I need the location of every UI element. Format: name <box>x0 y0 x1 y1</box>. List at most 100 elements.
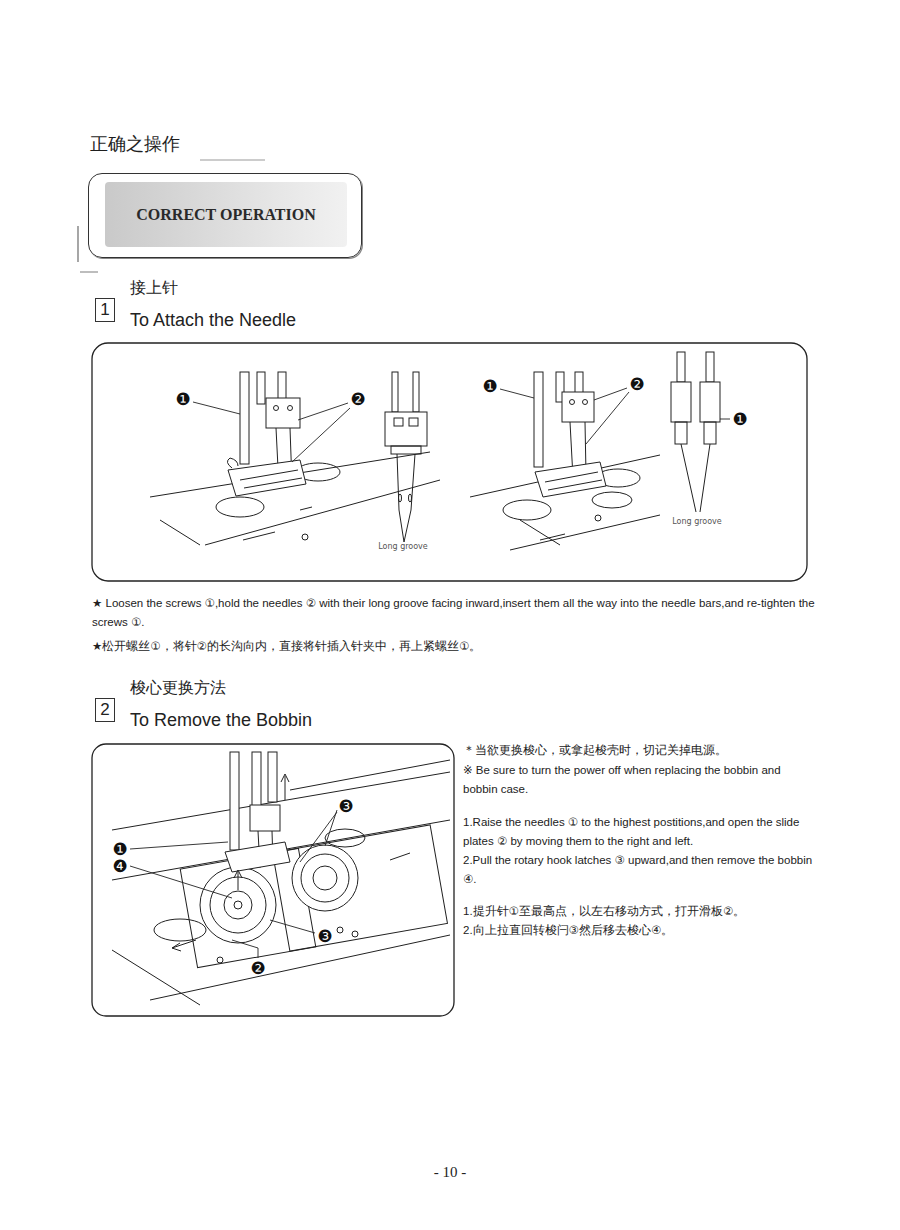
bed-line <box>290 760 450 790</box>
callout-number: ❹ <box>112 858 127 875</box>
rotary-hook <box>200 867 276 943</box>
rotary-hook-ring <box>301 854 349 902</box>
screw <box>352 931 358 937</box>
line-art <box>130 866 232 898</box>
bed-hole <box>154 919 206 941</box>
presser-foot <box>535 462 606 497</box>
banner-text: CORRECT OPERATION <box>105 182 347 247</box>
line-art <box>300 812 337 862</box>
line-art <box>193 402 240 414</box>
presser-bar <box>240 372 249 464</box>
slide-plate-opening <box>273 825 448 951</box>
callout-number: ❸ <box>317 928 332 945</box>
needle-bar <box>392 372 398 412</box>
bed-line <box>160 520 200 545</box>
needle-bar <box>278 372 286 400</box>
step-heading: 接上针 <box>130 279 178 297</box>
foot-hinge <box>227 458 238 468</box>
presser-foot <box>228 460 306 496</box>
presser-bar <box>230 752 239 850</box>
frames <box>78 160 807 1016</box>
step-number: 1 <box>96 300 114 320</box>
step-heading: To Attach the Needle <box>130 309 296 331</box>
page-number: - 10 - <box>434 1163 467 1181</box>
bed-line <box>520 520 560 545</box>
slot <box>540 534 565 540</box>
bed-line <box>150 452 430 497</box>
instruction-text: ＊当欲更换梭心，或拿起梭壳时，切记关掉电源。 <box>463 741 813 760</box>
line-art <box>325 810 337 846</box>
line-art <box>500 389 534 398</box>
bed-line <box>112 772 450 830</box>
needle <box>397 454 404 542</box>
callout-number: ❷ <box>250 960 265 977</box>
instruction-text: ★松开螺丝①，将针②的长沟向内，直接将针插入针夹中，再上紧螺丝①。 <box>92 637 822 656</box>
screw <box>595 515 601 521</box>
callout-number: ❶ <box>732 411 747 428</box>
foot-groove <box>240 470 302 488</box>
step-number: 2 <box>96 700 114 720</box>
part-label: Long groove <box>378 542 428 552</box>
line-art <box>586 392 629 444</box>
needle-bar <box>257 372 265 404</box>
instruction-text: ★ Loosen the screws ①,hold the needles ②… <box>92 594 822 632</box>
needle <box>404 454 415 542</box>
section-banner: CORRECT OPERATION <box>88 173 362 258</box>
screw <box>394 418 403 426</box>
needle-shank <box>675 422 687 444</box>
needle-bar <box>706 352 714 382</box>
screw <box>217 957 223 963</box>
bobbin <box>224 891 252 919</box>
line-art <box>270 920 315 933</box>
arrow-up <box>234 870 242 890</box>
scan-mark <box>80 271 98 272</box>
screw <box>274 406 279 411</box>
line-art <box>130 842 228 849</box>
bed-line <box>470 455 660 497</box>
needle <box>681 444 696 512</box>
leader-lines <box>130 388 730 958</box>
callout-number: ❶ <box>112 841 127 858</box>
scan-mark <box>77 226 78 262</box>
needle-eye <box>409 494 412 502</box>
bed-line <box>150 935 450 1000</box>
needle <box>700 444 710 512</box>
callout-number: ❸ <box>338 798 353 815</box>
needle-clamp <box>700 382 720 422</box>
bobbin-case <box>313 866 337 890</box>
needle-bar <box>413 372 419 412</box>
step-number-box: 1接上针To Attach the Needle <box>95 298 115 322</box>
slot <box>243 532 275 540</box>
page-title: 正确之操作 <box>90 133 180 155</box>
machine-head-right <box>470 372 660 550</box>
slot <box>300 507 312 510</box>
bed-hole <box>503 500 551 520</box>
line-art <box>594 388 627 400</box>
figure-frame <box>92 744 454 1016</box>
needle-clamp <box>266 398 300 428</box>
callout-number: ❶ <box>482 378 497 395</box>
step-number-box: 2梭心更换方法To Remove the Bobbin <box>95 698 115 722</box>
figure-frame <box>92 343 807 581</box>
instruction-text: ※ Be sure to turn the power off when rep… <box>463 761 813 799</box>
callout-number: ❷ <box>629 376 644 393</box>
needle-clamp-detail <box>385 372 427 542</box>
needle-pair-detail <box>671 352 720 512</box>
needle-bar <box>268 752 277 802</box>
bobbin-center <box>234 901 242 909</box>
clamp-base <box>391 446 421 454</box>
instruction-text: 1.提升针①至最高点，以左右移动方式，打开滑板②。 <box>463 902 813 921</box>
foot-groove <box>545 472 602 490</box>
rotary-hook <box>292 845 358 911</box>
arrow-left <box>172 940 196 951</box>
bed-line <box>112 820 450 880</box>
line-art <box>720 419 730 420</box>
needle-clamp <box>250 805 280 831</box>
callout-number: ❶ <box>175 391 190 408</box>
instruction-text: 2.Pull the rotary hook latches ③ upward,… <box>463 851 813 889</box>
bed-hole <box>216 497 264 517</box>
step-heading: To Remove the Bobbin <box>130 709 312 731</box>
callout-number: ❷ <box>350 391 365 408</box>
needle-clamp <box>385 412 427 446</box>
